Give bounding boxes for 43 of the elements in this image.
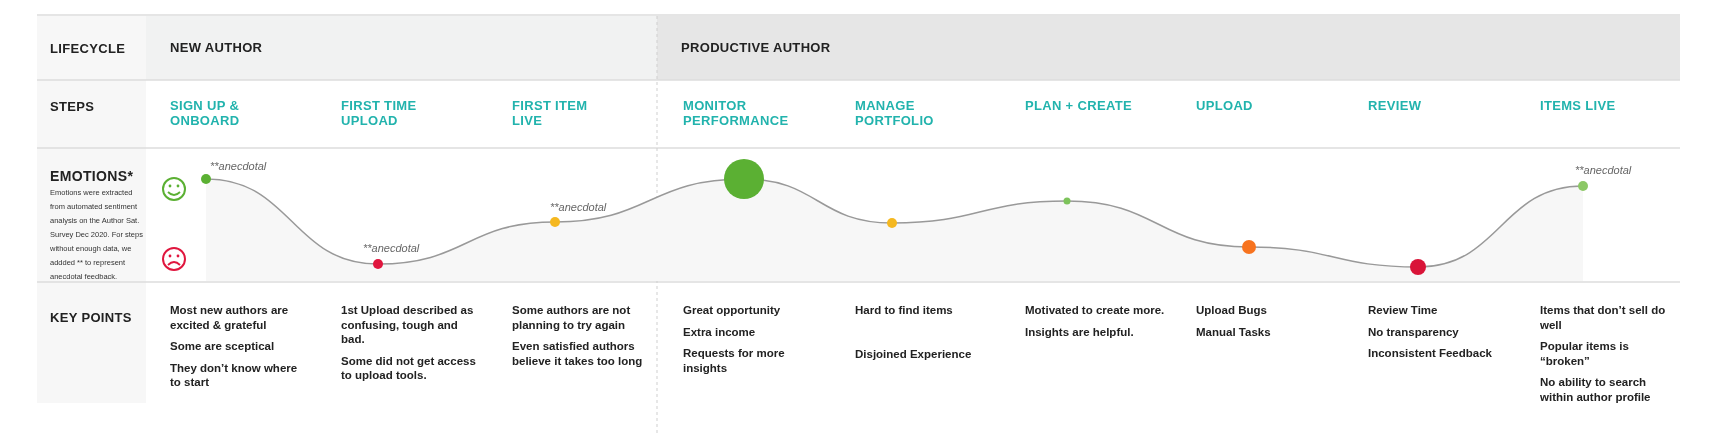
key-point: Requests for more insights bbox=[683, 346, 786, 375]
key-point: Even satisfied authors believe it takes too long bbox=[512, 339, 644, 368]
key-point: Motivated to create more. bbox=[1025, 303, 1165, 318]
step-title: REVIEW bbox=[1368, 98, 1423, 113]
stage-heading: PRODUCTIVE AUTHOR bbox=[681, 39, 831, 58]
anecdotal-note: **anecdotal bbox=[550, 200, 607, 215]
anecdotal-note: **anecdotal bbox=[210, 159, 267, 174]
key-point: Most new authors are excited & grateful bbox=[170, 303, 290, 332]
key-point: They don’t know where to start bbox=[170, 360, 299, 390]
key-point: No ability to search within author profile bbox=[1540, 375, 1652, 404]
key-point: Inconsistent Feedback bbox=[1368, 346, 1493, 361]
step-title: MONITOR PERFORMANCE bbox=[683, 98, 790, 128]
lifecycle-band bbox=[146, 16, 657, 80]
stage-heading: NEW AUTHOR bbox=[170, 39, 263, 58]
key-point: Popular items is “broken” bbox=[1540, 339, 1630, 368]
row-heading: LIFECYCLE bbox=[50, 40, 126, 58]
key-point: Some did not get access to upload tools. bbox=[341, 353, 477, 383]
key-point: Some are sceptical bbox=[170, 339, 276, 354]
key-point: Review Time bbox=[1368, 303, 1439, 318]
key-point: Items that don’t sell do well bbox=[1540, 303, 1667, 332]
row-heading: STEPS bbox=[50, 98, 95, 116]
key-point: Manual Tasks bbox=[1196, 324, 1272, 339]
key-point: No transparency bbox=[1368, 324, 1460, 339]
lifecycle-band bbox=[657, 16, 1680, 80]
row-heading: KEY POINTS bbox=[50, 309, 132, 327]
key-point: Some authors are not planning to try again bbox=[512, 303, 632, 332]
step-title: FIRST ITEM LIVE bbox=[512, 98, 589, 128]
key-point: Disjoined Experience bbox=[855, 346, 973, 361]
step-title: PLAN + CREATE bbox=[1025, 98, 1133, 113]
key-point: 1st Upload described as confusing, tough and bad. bbox=[341, 303, 475, 347]
step-title: FIRST TIME UPLOAD bbox=[341, 98, 418, 128]
key-point: Hard to find items bbox=[855, 303, 954, 318]
row-heading: EMOTIONS* bbox=[50, 167, 134, 186]
step-title: SIGN UP & ONBOARD bbox=[170, 98, 241, 128]
anecdotal-note: **anecdotal bbox=[1575, 163, 1632, 178]
step-title: ITEMS LIVE bbox=[1540, 98, 1617, 113]
key-point: Upload Bugs bbox=[1196, 303, 1268, 318]
key-point: Insights are helpful. bbox=[1025, 324, 1135, 339]
step-title: MANAGE PORTFOLIO bbox=[855, 98, 935, 128]
anecdotal-note: **anecdotal bbox=[363, 241, 420, 256]
key-point: Extra income bbox=[683, 324, 757, 339]
step-title: UPLOAD bbox=[1196, 98, 1254, 113]
key-point: Great opportunity bbox=[683, 303, 782, 318]
